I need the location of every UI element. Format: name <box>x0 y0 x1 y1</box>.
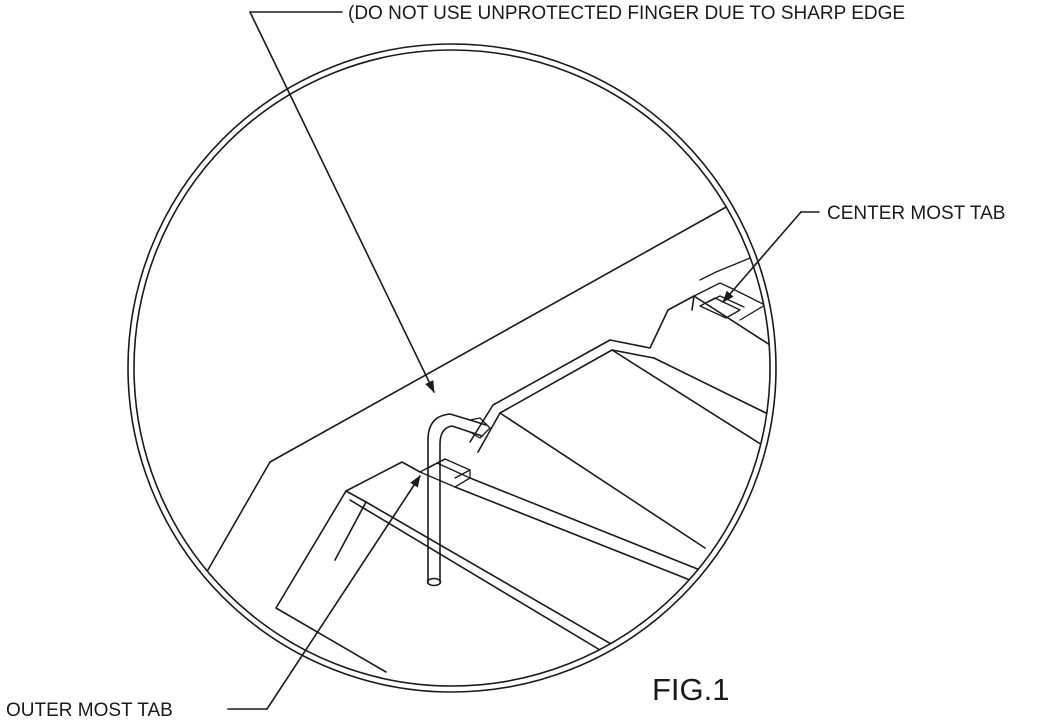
outer-tab-leader <box>227 475 421 710</box>
raised-section <box>469 295 770 549</box>
figure-caption: FIG.1 <box>652 672 730 707</box>
tool-note-leader <box>249 11 435 393</box>
panel-end-face <box>204 461 271 576</box>
center-tab-label: CENTER MOST TAB <box>827 203 1005 224</box>
outer-tab-slot <box>275 458 471 673</box>
detail-circle <box>127 43 777 693</box>
center-tab-leader <box>722 211 820 303</box>
tool-note-label: (DO NOT USE UNPROTECTED FINGER DUE TO SH… <box>348 3 905 24</box>
outer-tab-label: OUTER MOST TAB <box>6 700 173 721</box>
panel-ribs <box>349 477 701 651</box>
l-shaped-tool <box>426 413 491 587</box>
panel-top-edge <box>269 205 729 463</box>
